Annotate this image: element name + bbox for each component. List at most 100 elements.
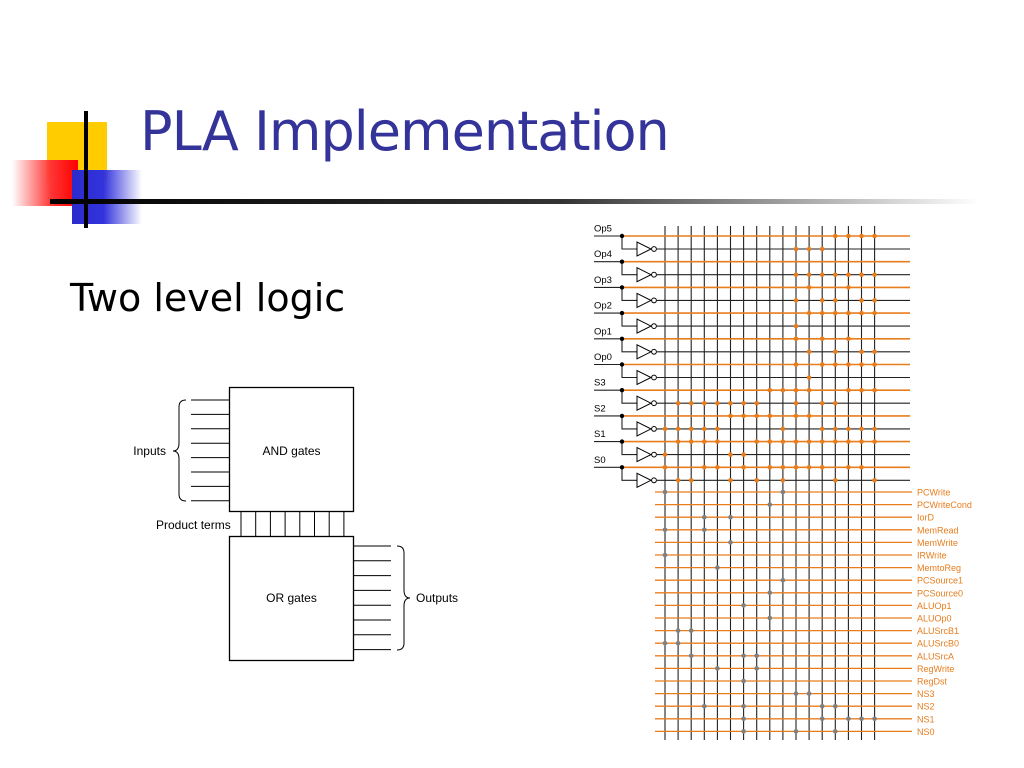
and-plane-dot bbox=[780, 439, 786, 444]
input-tap-dot bbox=[619, 439, 625, 444]
and-plane-dot bbox=[728, 478, 733, 483]
or-plane-dot bbox=[662, 640, 668, 646]
and-plane-dot bbox=[754, 400, 759, 406]
inverter-gate bbox=[636, 241, 653, 257]
or-plane-dot bbox=[741, 729, 746, 734]
decor-vertical-bar bbox=[84, 111, 88, 228]
or-plane-dot bbox=[806, 691, 812, 696]
inverter-feed bbox=[621, 390, 637, 404]
and-plane-dot bbox=[846, 285, 851, 290]
input-label: S0 bbox=[594, 455, 606, 466]
or-plane-dot bbox=[767, 590, 773, 596]
or-plane-dot bbox=[675, 640, 681, 646]
and-plane-dot bbox=[806, 246, 812, 252]
and-plane-dot bbox=[872, 439, 877, 444]
output-label: ALUSrcB1 bbox=[917, 626, 959, 636]
and-plane-dot bbox=[872, 272, 877, 278]
and-plane-dot bbox=[859, 439, 864, 444]
and-plane-dot bbox=[819, 272, 825, 278]
and-plane-dot bbox=[780, 387, 786, 393]
or-plane-dot bbox=[859, 716, 864, 722]
and-plane-dot bbox=[806, 375, 812, 380]
inverter-feed bbox=[621, 287, 637, 301]
and-plane-dot bbox=[872, 387, 877, 393]
and-plane-dot bbox=[833, 298, 838, 303]
and-plane-dot bbox=[833, 478, 838, 483]
or-plane-dot bbox=[754, 666, 759, 671]
and-plane-dot bbox=[859, 426, 864, 432]
output-label: PCWriteCond bbox=[917, 500, 972, 510]
output-label: ALUOp0 bbox=[917, 614, 952, 624]
and-plane-dot bbox=[767, 387, 773, 393]
and-plane-dot bbox=[806, 285, 812, 290]
input-tap-dot bbox=[619, 233, 625, 239]
and-plane-dot bbox=[793, 272, 799, 278]
product-terms-label: Product terms bbox=[156, 518, 231, 532]
or-plane-dot bbox=[767, 615, 773, 621]
and-plane-dot bbox=[741, 452, 746, 457]
output-label: ALUSrcA bbox=[917, 651, 954, 661]
and-plane-dot bbox=[662, 452, 668, 457]
and-plane-dot bbox=[675, 478, 681, 483]
or-plane-dot bbox=[846, 716, 851, 722]
input-tap-dot bbox=[619, 465, 625, 470]
and-plane-dot bbox=[793, 298, 799, 303]
and-plane-dot bbox=[833, 439, 838, 444]
inverter-gate bbox=[636, 421, 653, 437]
and-plane-dot bbox=[688, 426, 694, 432]
and-plane-dot bbox=[806, 439, 812, 444]
or-plane-dot bbox=[754, 653, 759, 659]
bullet-text: Two level logic bbox=[70, 276, 346, 320]
and-plane-dot bbox=[688, 439, 694, 444]
and-plane-dot bbox=[780, 465, 786, 470]
and-plane-dot bbox=[675, 400, 681, 406]
and-plane-dot bbox=[715, 426, 720, 432]
and-plane-dot bbox=[846, 336, 851, 342]
input-label: S1 bbox=[594, 429, 606, 440]
inverter-feed bbox=[621, 338, 637, 353]
input-tap-dot bbox=[619, 336, 625, 341]
or-plane-dot bbox=[741, 678, 746, 684]
or-plane-dot bbox=[728, 540, 733, 545]
and-plane-dot bbox=[793, 465, 799, 470]
and-plane-dot bbox=[741, 400, 746, 406]
and-plane-dot bbox=[872, 478, 877, 483]
and-plane-dot bbox=[793, 400, 799, 406]
or-plane-dot bbox=[819, 703, 825, 709]
inverter-bubble bbox=[651, 271, 657, 278]
inverter-feed bbox=[621, 236, 637, 250]
and-plane-dot bbox=[702, 465, 707, 470]
or-plane-dot bbox=[833, 729, 838, 734]
input-label: Op5 bbox=[594, 224, 612, 235]
and-plane-dot bbox=[702, 426, 707, 432]
and-plane-dot bbox=[833, 362, 838, 367]
and-plane-dot bbox=[833, 426, 838, 432]
and-plane-dot bbox=[859, 362, 864, 367]
and-plane-dot bbox=[846, 387, 851, 393]
or-plane-dot bbox=[741, 703, 746, 709]
inverter-feed bbox=[621, 467, 637, 481]
inputs-brace bbox=[172, 399, 187, 502]
and-plane-dot bbox=[859, 298, 864, 303]
and-plane-dot bbox=[859, 310, 864, 316]
and-plane-dot bbox=[872, 362, 877, 367]
and-plane-dot bbox=[728, 413, 733, 419]
or-plane-dot bbox=[715, 666, 720, 671]
and-plane-dot bbox=[819, 439, 825, 444]
or-plane-dot bbox=[741, 653, 746, 659]
or-plane-dot bbox=[872, 716, 877, 722]
inverter-feed bbox=[621, 261, 637, 276]
and-plane-dot bbox=[688, 478, 694, 483]
and-plane-dot bbox=[767, 465, 773, 470]
and-plane-dot bbox=[819, 426, 825, 432]
outputs-brace bbox=[396, 545, 411, 651]
and-plane-dot bbox=[806, 413, 812, 419]
inverter-gate bbox=[636, 395, 653, 412]
outputs-label: Outputs bbox=[416, 591, 458, 605]
and-plane-dot bbox=[662, 426, 668, 432]
and-plane-dot bbox=[702, 439, 707, 444]
and-plane-dot bbox=[793, 323, 799, 329]
and-plane-dot bbox=[754, 478, 759, 483]
